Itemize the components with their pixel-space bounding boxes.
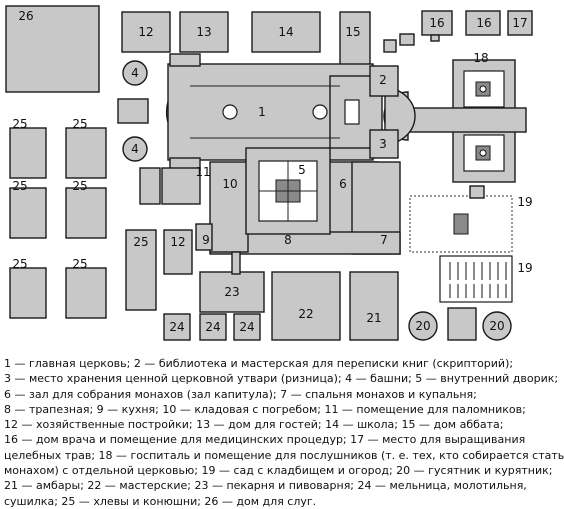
legend-line: 12 — хозяйственные постройки; 13 — дом д… bbox=[4, 418, 504, 432]
building-17 bbox=[507, 10, 533, 36]
label-25a: 25 bbox=[12, 117, 27, 131]
building-2 bbox=[369, 65, 399, 97]
label-25g: 25 bbox=[133, 235, 148, 249]
legend: 1 — главная церковь; 2 — библиотека и ма… bbox=[4, 356, 564, 509]
label-15: 15 bbox=[345, 25, 360, 39]
label-4-bottom: 4 bbox=[131, 142, 139, 156]
label-24b: 24 bbox=[205, 320, 220, 334]
label-24c: 24 bbox=[239, 320, 254, 334]
church-west-tower-link bbox=[169, 53, 201, 67]
label-20-left: 20 bbox=[415, 319, 430, 333]
poultry-left bbox=[408, 311, 438, 341]
label-12-top: 12 bbox=[138, 25, 153, 39]
building-25d bbox=[65, 187, 107, 239]
label-2: 2 bbox=[379, 73, 387, 87]
legend-line: монахом) с отдельной церковью; 19 — сад … bbox=[4, 464, 553, 478]
building-16-door bbox=[430, 34, 440, 42]
building-9 bbox=[195, 223, 213, 251]
garden-beds bbox=[449, 262, 507, 298]
label-3: 3 bbox=[379, 137, 387, 151]
building-25e bbox=[9, 267, 47, 319]
label-22: 22 bbox=[298, 307, 313, 321]
label-19-bottom: 19 bbox=[517, 261, 532, 275]
building-25c bbox=[9, 187, 47, 239]
poultry-right bbox=[482, 311, 512, 341]
building-24c bbox=[233, 313, 261, 341]
building-3 bbox=[369, 129, 399, 159]
label-25e: 25 bbox=[12, 257, 27, 271]
building-25b bbox=[65, 127, 107, 179]
label-13: 13 bbox=[196, 25, 211, 39]
label-14: 14 bbox=[278, 25, 293, 39]
label-10: 10 bbox=[222, 177, 237, 191]
building-15 bbox=[339, 11, 371, 67]
building-16b bbox=[465, 10, 501, 36]
label-9: 9 bbox=[202, 233, 210, 247]
legend-line: сушилка; 25 — хлевы и конюшни; 26 — дом … bbox=[4, 494, 317, 508]
label-8: 8 bbox=[284, 233, 292, 247]
label-17: 17 bbox=[512, 16, 527, 30]
building-24a bbox=[163, 313, 191, 341]
label-25c: 25 bbox=[12, 179, 27, 193]
building-small-16 bbox=[399, 33, 415, 46]
label-6: 6 bbox=[339, 177, 347, 191]
church-choir bbox=[344, 99, 360, 125]
building-18-top-dot bbox=[479, 85, 487, 93]
church-altar-west bbox=[222, 104, 238, 120]
building-22 bbox=[271, 271, 341, 341]
label-1: 1 bbox=[258, 105, 266, 119]
label-21: 21 bbox=[366, 311, 381, 325]
building-14 bbox=[251, 11, 321, 53]
building-25g bbox=[125, 229, 157, 311]
label-11: 11 bbox=[195, 165, 210, 179]
building-18-bottom-dot bbox=[479, 149, 487, 157]
church-altar-east bbox=[312, 104, 328, 120]
building-11-side bbox=[139, 167, 161, 205]
label-4-top: 4 bbox=[131, 66, 139, 80]
label-19-top: 19 bbox=[517, 195, 532, 209]
building-13 bbox=[179, 11, 229, 53]
garden-cross bbox=[453, 213, 469, 235]
label-12-low: 12 bbox=[170, 235, 185, 249]
legend-line: 1 — главная церковь; 2 — библиотека и ма… bbox=[4, 357, 514, 370]
tower-top bbox=[122, 60, 148, 86]
monastery-plan: 26 12 13 14 15 16 16 17 18 4 4 1 2 3 5 6… bbox=[5, 5, 533, 341]
label-25b: 25 bbox=[72, 117, 87, 131]
building-11 bbox=[161, 167, 201, 205]
legend-line: 3 — место хранения ценной церковной утва… bbox=[4, 372, 559, 386]
building-26 bbox=[5, 5, 100, 93]
label-24a: 24 bbox=[169, 320, 184, 334]
poultry-house bbox=[447, 307, 477, 341]
building-23-link bbox=[231, 251, 241, 275]
building-12-low bbox=[163, 229, 193, 275]
legend-line: 6 — зал для собрания монахов (зал капиту… bbox=[4, 387, 477, 401]
legend-line: 8 — трапезная; 9 — кухня; 10 — кладовая … bbox=[4, 402, 526, 416]
building-12-top bbox=[121, 11, 171, 53]
legend-line: целебных трав; 18 — госпиталь и помещени… bbox=[4, 448, 564, 462]
label-25d: 25 bbox=[72, 179, 87, 193]
label-18: 18 bbox=[473, 51, 488, 65]
garden-vegetable bbox=[439, 255, 513, 303]
building-small-1 bbox=[383, 39, 397, 53]
building-25a bbox=[9, 127, 47, 179]
label-26: 26 bbox=[18, 9, 33, 23]
label-7: 7 bbox=[380, 233, 388, 247]
label-20-right: 20 bbox=[489, 319, 504, 333]
legend-line: 21 — амбары; 22 — мастерские; 23 — пекар… bbox=[4, 479, 527, 493]
label-5: 5 bbox=[298, 163, 306, 177]
legend-line: 16 — дом врача и помещение для медицинск… bbox=[4, 433, 526, 447]
building-10 bbox=[209, 161, 249, 253]
label-23: 23 bbox=[224, 285, 239, 299]
tower-bottom bbox=[122, 136, 148, 162]
building-18-church bbox=[407, 107, 527, 133]
building-21 bbox=[349, 271, 399, 341]
garden-gate bbox=[469, 185, 485, 199]
label-25f: 25 bbox=[72, 257, 87, 271]
label-16a: 16 bbox=[429, 16, 444, 30]
label-16b: 16 bbox=[476, 16, 491, 30]
building-25f bbox=[65, 267, 107, 319]
church-atrium bbox=[117, 98, 149, 124]
building-24b bbox=[199, 313, 227, 341]
